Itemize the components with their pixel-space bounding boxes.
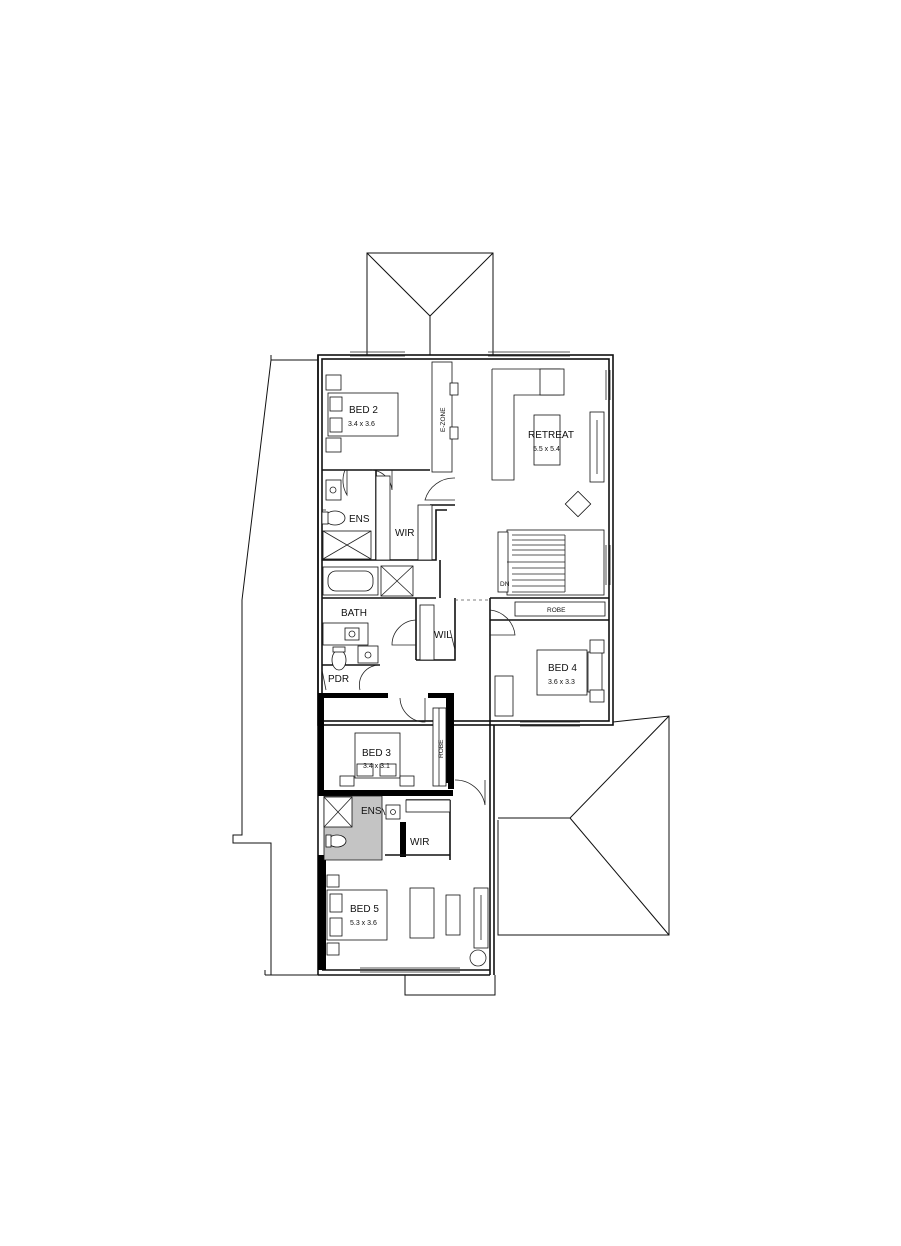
staircase [497, 529, 605, 596]
bed5-name: BED 5 [350, 904, 379, 915]
bed4-furniture [494, 639, 605, 717]
door-swings [342, 469, 516, 816]
bed3-name: BED 3 [362, 748, 391, 759]
windows [321, 351, 611, 973]
wir-upper [375, 475, 433, 561]
roof-bottom [404, 975, 496, 996]
ezone-desk [431, 361, 459, 473]
robe-bed3-label: ROBE [438, 739, 445, 758]
wir-upper-label: WIR [395, 528, 414, 539]
retreat-size: 5.5 x 5.4 [533, 446, 560, 453]
bed4-size: 3.6 x 3.3 [548, 679, 575, 686]
wir-lower [405, 799, 451, 813]
stairs-down-label: DN [500, 581, 510, 588]
bath-label: BATH [341, 608, 367, 619]
bed3-size: 3.4 x 3.1 [363, 763, 390, 770]
bed2-furniture [325, 374, 399, 453]
bed3-furniture [339, 707, 447, 787]
wir-lower-label: WIR [410, 837, 429, 848]
bed2-name: BED 2 [349, 405, 378, 416]
ens-upper-label: ENS [349, 514, 370, 525]
wil-label: WIL [434, 630, 452, 641]
ens-lower [323, 795, 401, 861]
bed4-name: BED 4 [548, 663, 577, 674]
ens-lower-label: ENS [361, 806, 382, 817]
bed5-furniture [326, 874, 489, 967]
roof-left-eave [232, 355, 318, 976]
bed2-size: 3.4 x 3.6 [348, 421, 375, 428]
solid-walls [318, 693, 454, 970]
retreat-name: RETREAT [528, 430, 574, 441]
bed5-size: 5.3 x 3.6 [350, 920, 377, 927]
pdr-label: PDR [328, 674, 349, 685]
retreat-furniture [491, 368, 605, 518]
roof-top [366, 252, 494, 356]
pdr-fixtures [331, 645, 379, 671]
wil-shelving [419, 604, 456, 661]
ens-upper-fixtures [321, 479, 372, 560]
robe-upper-label: ROBE [547, 607, 566, 614]
ezone-label: E-ZONE [440, 407, 447, 432]
bath-fixtures [322, 565, 414, 646]
robe-bed4 [514, 601, 606, 617]
roof-right [497, 715, 670, 936]
